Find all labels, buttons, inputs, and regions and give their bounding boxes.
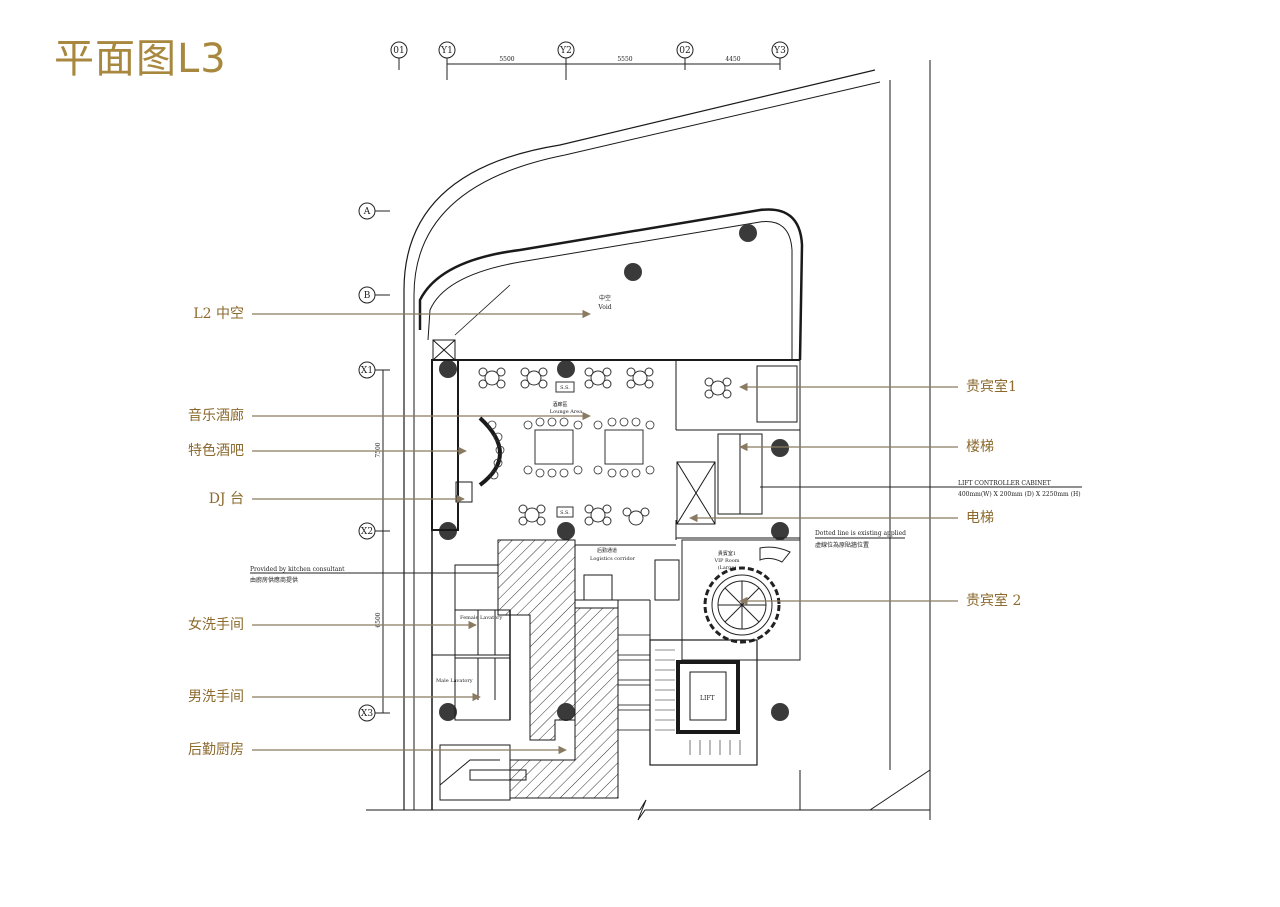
lounge-en: Lounge Area bbox=[550, 409, 582, 415]
void-cn: 中空 bbox=[599, 294, 611, 302]
lift-cabinet-note-1: LIFT CONTROLLER CABINET bbox=[958, 480, 1051, 487]
grid-col-y2: Y2 bbox=[559, 46, 572, 56]
label-music-lounge: 音乐酒廊 bbox=[188, 408, 244, 424]
corridor-cn: 后勤通道 bbox=[597, 547, 617, 554]
dotted-note-2: 虛線位為原貼牆位置 bbox=[815, 541, 869, 549]
kitchen-note-2: 由廚房供應商提供 bbox=[250, 576, 298, 584]
dim-5500: 5500 bbox=[499, 56, 514, 63]
corridor-en: Logistics corridor bbox=[590, 556, 636, 562]
label-l2-atrium: L2 中空 bbox=[193, 306, 244, 322]
dim-6500: 6500 bbox=[375, 612, 382, 627]
grid-row-x2: X2 bbox=[361, 527, 373, 537]
ss-1: S.S. bbox=[560, 385, 570, 391]
grid-row-x3: X3 bbox=[361, 709, 373, 719]
label-male-lavatory: 男洗手间 bbox=[188, 689, 244, 705]
label-dj-booth: DJ 台 bbox=[208, 491, 244, 507]
kitchen-hatch bbox=[431, 530, 619, 810]
vip-en1: VIP Room bbox=[713, 558, 739, 564]
lift-label: LIFT bbox=[700, 695, 715, 702]
lounge-cn: 酒廊區 bbox=[552, 401, 567, 408]
label-vip-room-2: 贵宾室 2 bbox=[966, 593, 1022, 609]
grid-row-x1: X1 bbox=[361, 366, 373, 376]
leader-lines bbox=[252, 309, 958, 755]
grid-col-02: 02 bbox=[679, 46, 690, 56]
label-feature-bar: 特色酒吧 bbox=[188, 443, 244, 459]
kitchen-note-1: Provided by kitchen consultant bbox=[250, 566, 345, 573]
grid-row-b: B bbox=[364, 291, 371, 301]
label-back-kitchen: 后勤厨房 bbox=[188, 742, 244, 758]
void-en: Void bbox=[597, 304, 611, 311]
grid-col-01: 01 bbox=[393, 46, 404, 56]
dotted-note-1: Dotted line is existing applied bbox=[815, 530, 906, 537]
ss-2: S.S. bbox=[560, 510, 570, 516]
label-elevator: 电梯 bbox=[966, 510, 994, 526]
label-staircase: 楼梯 bbox=[966, 439, 994, 455]
grid-col-y1: Y1 bbox=[440, 46, 453, 56]
label-female-lavatory: 女洗手间 bbox=[188, 617, 244, 633]
male-lav-text: Male Lavatory bbox=[436, 678, 473, 684]
lift-cabinet-note-2: 400mm(W) X 200mm (D) X 2250mm (H) bbox=[958, 491, 1081, 498]
female-lav-text: Female Lavatory bbox=[460, 615, 503, 621]
grid-row-a: A bbox=[363, 207, 371, 217]
lounge-tables bbox=[478, 367, 732, 526]
page-title: 平面图L3 bbox=[54, 36, 227, 82]
grid-row-markers: A B X1 X2 X3 bbox=[358, 202, 390, 722]
dim-4450: 4450 bbox=[725, 56, 740, 63]
label-vip-room-1: 贵宾室1 bbox=[966, 379, 1017, 395]
vip-round-table bbox=[681, 539, 801, 661]
building-outline bbox=[366, 60, 931, 821]
dim-5550: 5550 bbox=[617, 56, 632, 63]
dim-7500: 7500 bbox=[375, 442, 382, 457]
grid-column-markers: 01 Y1 Y2 02 Y3 bbox=[390, 41, 789, 80]
vip-en2: (Large) bbox=[718, 564, 737, 571]
vip-cn: 貴賓室1 bbox=[718, 550, 736, 557]
grid-col-y3: Y3 bbox=[773, 46, 786, 56]
